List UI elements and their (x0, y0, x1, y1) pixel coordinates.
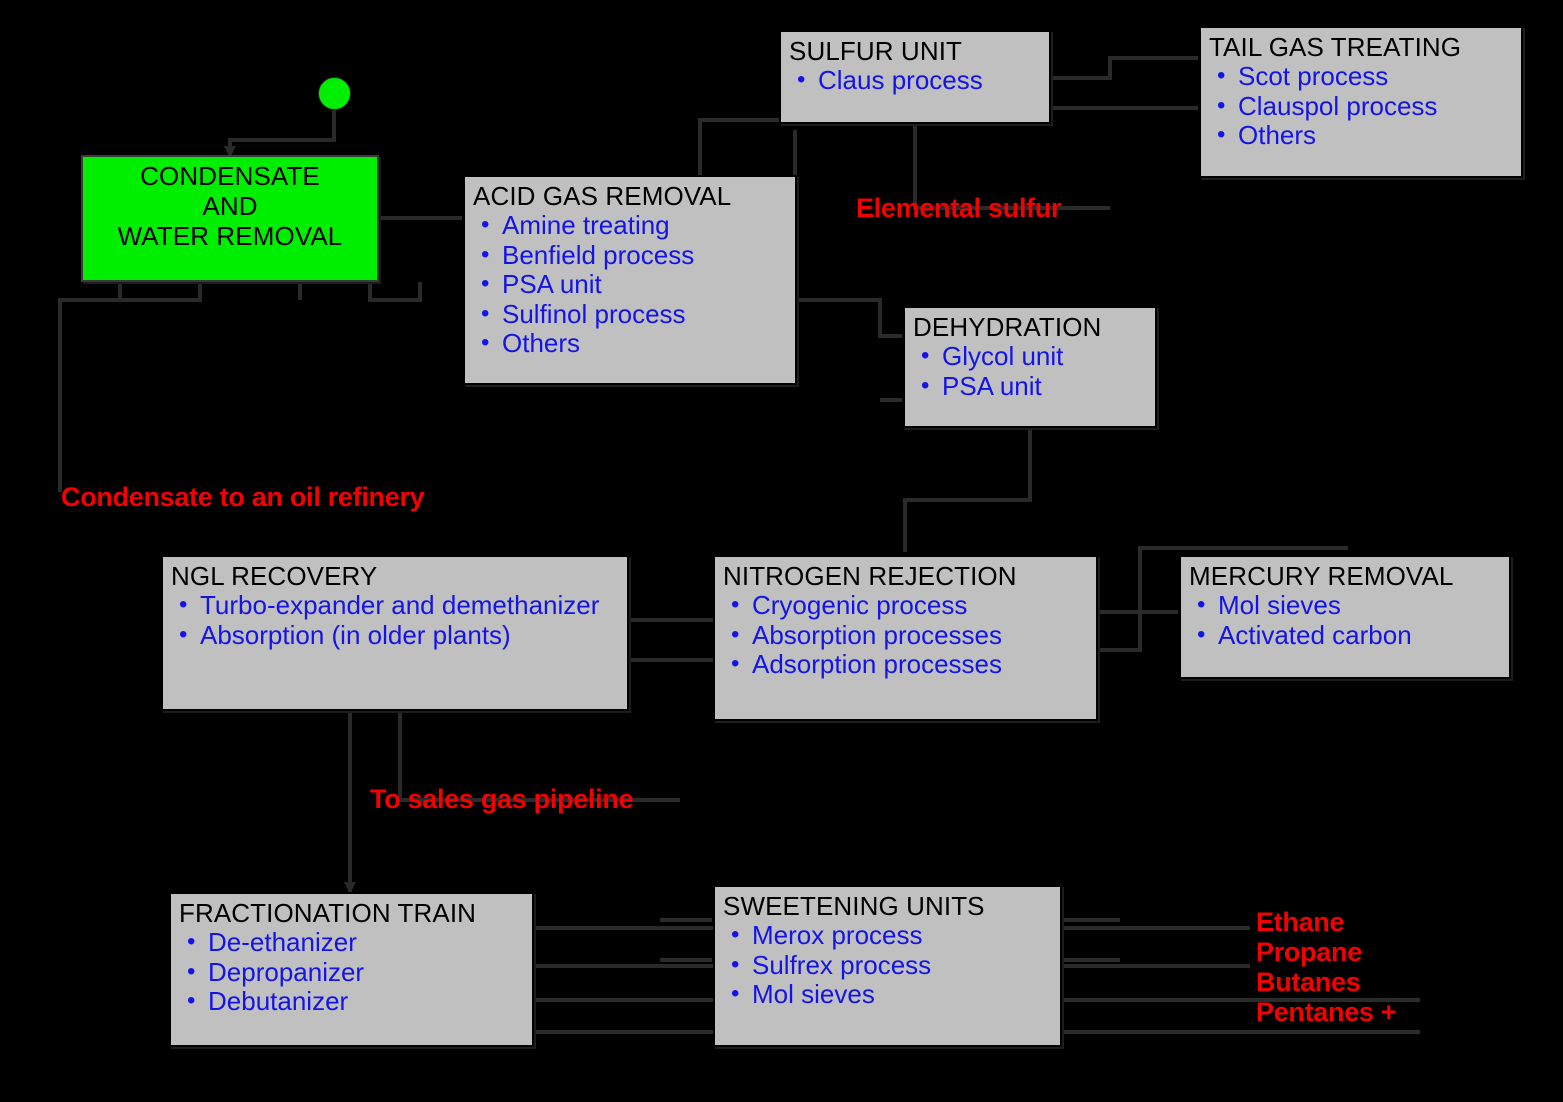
list-item: Adsorption processes (729, 649, 1088, 680)
list-item: Claus process (795, 65, 1041, 96)
process-box-tail-gas-treating[interactable]: TAIL GAS TREATING Scot process Clauspol … (1199, 26, 1523, 178)
process-box-dehydration[interactable]: DEHYDRATION Glycol unit PSA unit (903, 306, 1157, 428)
annotation-product-propane: Propane (1256, 937, 1362, 967)
box-title-sweetening-units: SWEETENING UNITS (723, 891, 985, 921)
annotation-product-list: Ethane Propane Butanes Pentanes + (1256, 907, 1397, 1027)
list-item: PSA unit (479, 269, 787, 300)
process-box-mercury-removal[interactable]: MERCURY REMOVAL Mol sieves Activated car… (1179, 555, 1511, 679)
list-item: Depropanizer (185, 957, 524, 988)
annotation-condensate-to-oil-refinery: Condensate to an oil refinery (61, 482, 425, 512)
list-item: Glycol unit (919, 341, 1147, 372)
list-item: Clauspol process (1215, 91, 1513, 122)
annotation-product-butanes: Butanes (1256, 967, 1361, 997)
box-title-nitrogen-rejection: NITROGEN REJECTION (723, 561, 1017, 591)
box-title-tail-gas-treating: TAIL GAS TREATING (1209, 32, 1462, 62)
process-box-ngl-recovery[interactable]: NGL RECOVERY Turbo-expander and demethan… (161, 555, 629, 711)
box-title-mercury-removal: MERCURY REMOVAL (1189, 561, 1454, 591)
box-title-line-3: WATER REMOVAL (117, 221, 343, 251)
box-items-acid-gas-removal: Amine treating Benfield process PSA unit… (473, 210, 787, 359)
box-title-line-1: CONDENSATE (140, 161, 320, 191)
box-items-ngl-recovery: Turbo-expander and demethanizer Absorpti… (171, 590, 619, 651)
process-box-acid-gas-removal[interactable]: ACID GAS REMOVAL Amine treating Benfield… (463, 175, 797, 385)
box-items-nitrogen-rejection: Cryogenic process Absorption processes A… (723, 590, 1088, 680)
list-item: Activated carbon (1195, 620, 1501, 651)
box-items-tail-gas-treating: Scot process Clauspol process Others (1209, 61, 1513, 151)
list-item: Mol sieves (1195, 590, 1501, 621)
list-item: De-ethanizer (185, 927, 524, 958)
box-items-fractionation-train: De-ethanizer Depropanizer Debutanizer (179, 927, 524, 1017)
list-item: Absorption processes (729, 620, 1088, 651)
annotation-elemental-sulfur: Elemental sulfur (856, 193, 1062, 223)
list-item: Others (1215, 120, 1513, 151)
process-box-sulfur-unit[interactable]: SULFUR UNIT Claus process (779, 30, 1051, 124)
list-item: Merox process (729, 920, 1052, 951)
box-title-line-2: AND (202, 191, 258, 221)
list-item: Sulfinol process (479, 299, 787, 330)
box-items-dehydration: Glycol unit PSA unit (913, 341, 1147, 402)
list-item: Absorption (in older plants) (177, 620, 619, 651)
list-item: Cryogenic process (729, 590, 1088, 621)
box-items-sweetening-units: Merox process Sulfrex process Mol sieves (723, 920, 1052, 1010)
box-items-mercury-removal: Mol sieves Activated carbon (1189, 590, 1501, 651)
box-items-sulfur-unit: Claus process (789, 65, 1041, 96)
list-item: Amine treating (479, 210, 787, 241)
feed-node-circle (318, 77, 351, 110)
box-title-ngl-recovery: NGL RECOVERY (171, 561, 378, 591)
process-box-condensate-and-water-removal[interactable]: CONDENSATE AND WATER REMOVAL (81, 155, 379, 282)
list-item: Benfield process (479, 240, 787, 271)
list-item: Sulfrex process (729, 950, 1052, 981)
box-title-acid-gas-removal: ACID GAS REMOVAL (473, 181, 732, 211)
box-title-dehydration: DEHYDRATION (913, 312, 1102, 342)
list-item: Others (479, 328, 787, 359)
list-item: PSA unit (919, 371, 1147, 402)
process-box-nitrogen-rejection[interactable]: NITROGEN REJECTION Cryogenic process Abs… (713, 555, 1098, 721)
process-box-sweetening-units[interactable]: SWEETENING UNITS Merox process Sulfrex p… (713, 885, 1062, 1047)
box-title-sulfur-unit: SULFUR UNIT (789, 36, 962, 66)
annotation-product-pentanes-plus: Pentanes + (1256, 997, 1397, 1027)
annotation-product-ethane: Ethane (1256, 907, 1345, 937)
list-item: Scot process (1215, 61, 1513, 92)
process-box-fractionation-train[interactable]: FRACTIONATION TRAIN De-ethanizer Depropa… (169, 892, 534, 1047)
annotation-to-sales-gas-pipeline: To sales gas pipeline (370, 784, 634, 814)
box-title-fractionation-train: FRACTIONATION TRAIN (179, 898, 477, 928)
list-item: Mol sieves (729, 979, 1052, 1010)
list-item: Turbo-expander and demethanizer (177, 590, 619, 621)
list-item: Debutanizer (185, 986, 524, 1017)
